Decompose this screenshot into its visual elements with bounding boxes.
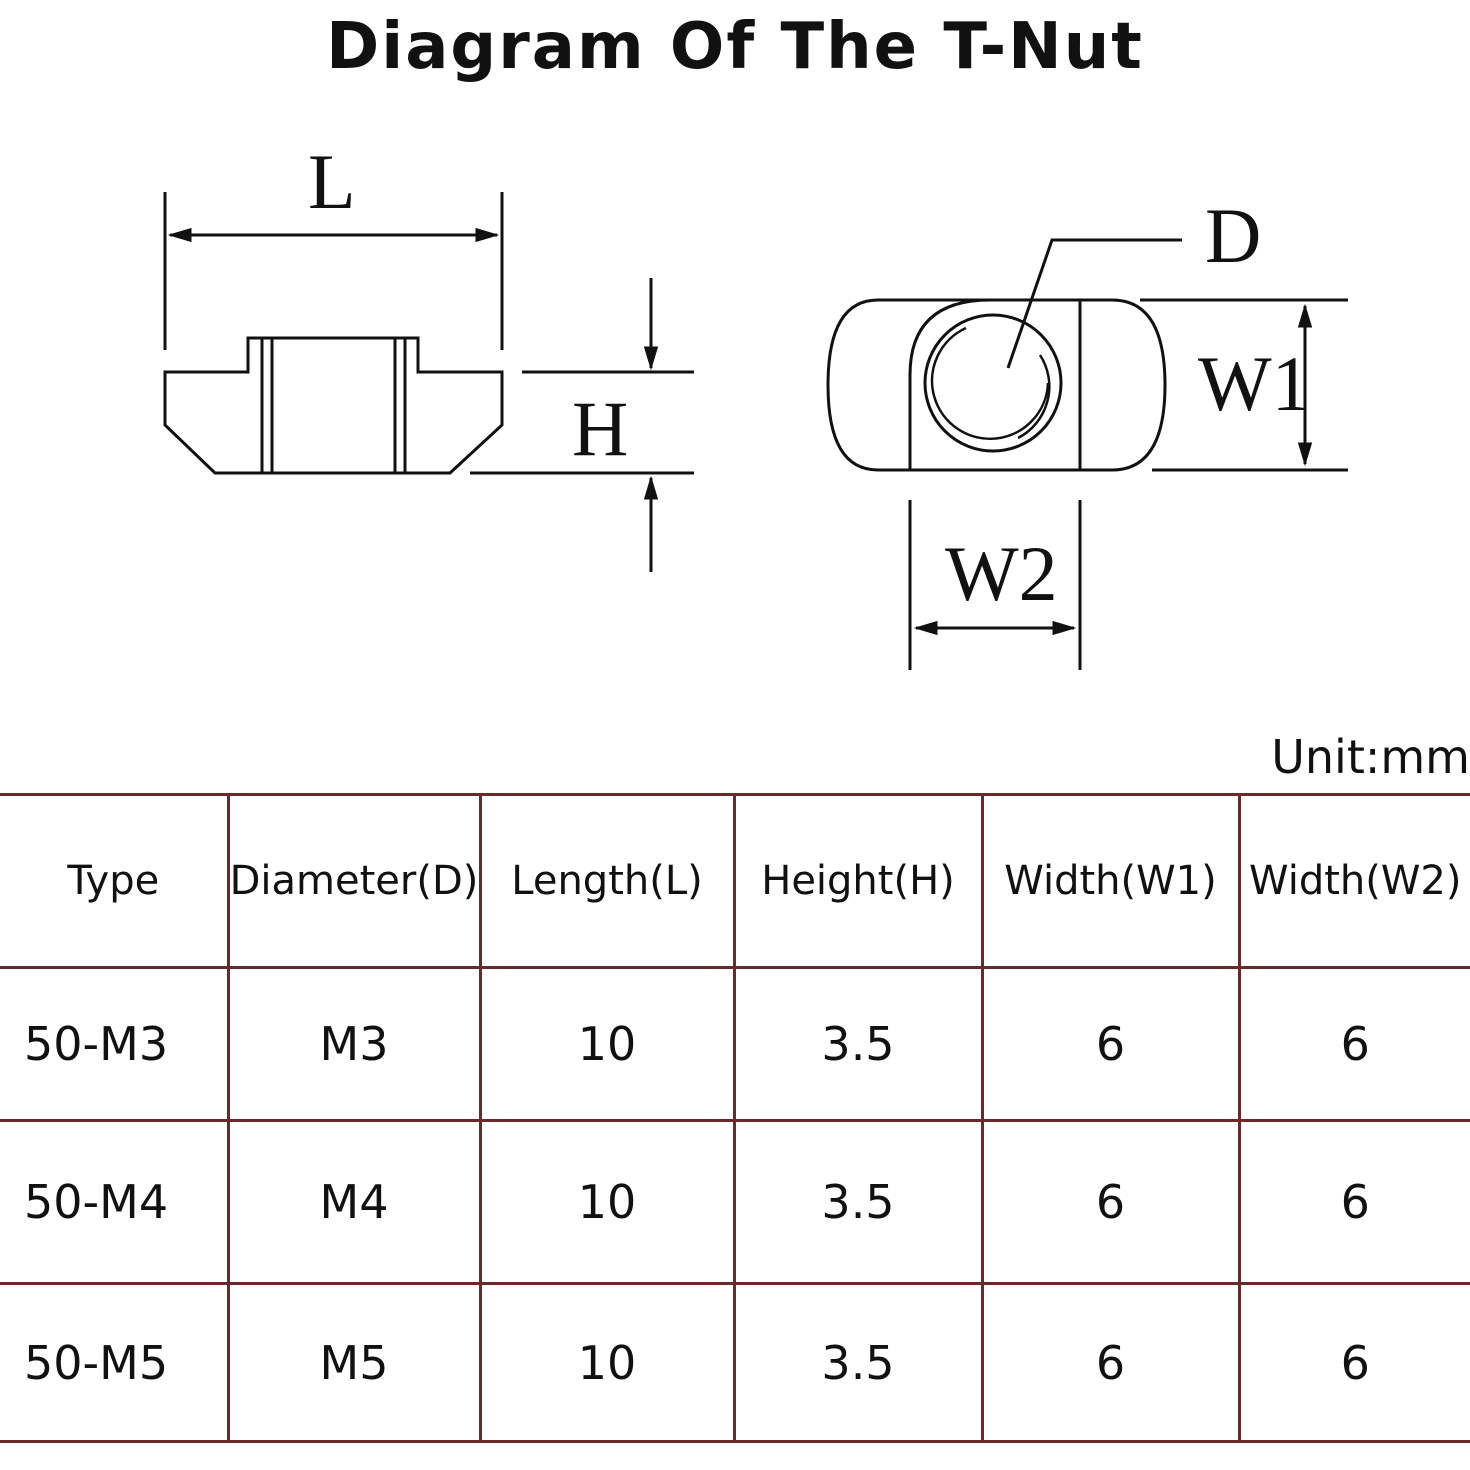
cell-height: 3.5 — [732, 966, 984, 1122]
cell-width2: 6 — [1237, 966, 1470, 1122]
length-dimension — [163, 192, 504, 350]
width1-label: W1 — [1198, 340, 1311, 427]
spec-table: Type Diameter(D) Length(L) Height(H) Wid… — [0, 793, 1470, 1443]
header-width1: Width(W1) — [980, 793, 1241, 969]
table-row: 50-M5 M5 10 3.5 6 6 — [0, 1282, 1470, 1443]
width2-label: W2 — [945, 530, 1058, 617]
cell-width2: 6 — [1237, 1119, 1470, 1285]
cell-width1: 6 — [980, 966, 1241, 1122]
header-length: Length(L) — [478, 793, 736, 969]
cell-diameter: M3 — [226, 966, 482, 1122]
cell-type: 50-M5 — [0, 1282, 230, 1443]
cell-diameter: M5 — [226, 1282, 482, 1443]
cell-diameter: M4 — [226, 1119, 482, 1285]
cell-length: 10 — [478, 1282, 736, 1443]
length-label: L — [308, 138, 356, 225]
cell-width2: 6 — [1237, 1282, 1470, 1443]
side-view — [163, 336, 504, 475]
unit-label: Unit:mm — [1271, 730, 1470, 784]
header-width2: Width(W2) — [1237, 793, 1470, 969]
cell-type: 50-M3 — [0, 966, 230, 1122]
width2-dimension — [908, 500, 1082, 670]
cell-length: 10 — [478, 1119, 736, 1285]
cell-height: 3.5 — [732, 1119, 984, 1285]
cell-width1: 6 — [980, 1119, 1241, 1285]
width1-dimension — [1140, 298, 1348, 472]
header-type: Type — [0, 793, 230, 969]
diagram-title: Diagram Of The T-Nut — [326, 10, 1144, 84]
table-row: 50-M4 M4 10 3.5 6 6 — [0, 1119, 1470, 1285]
height-dimension — [470, 278, 694, 572]
header-diameter: Diameter(D) — [226, 793, 482, 969]
table-row: 50-M3 M3 10 3.5 6 6 — [0, 966, 1470, 1122]
header-height: Height(H) — [732, 793, 984, 969]
diameter-label: D — [1205, 192, 1261, 279]
diameter-leader — [1006, 238, 1182, 369]
top-view — [826, 298, 1167, 472]
height-label: H — [572, 385, 628, 472]
cell-width1: 6 — [980, 1282, 1241, 1443]
cell-height: 3.5 — [732, 1282, 984, 1443]
cell-length: 10 — [478, 966, 736, 1122]
t-nut-drawing: L H D W1 W2 — [163, 138, 1348, 670]
cell-type: 50-M4 — [0, 1119, 230, 1285]
table-header-row: Type Diameter(D) Length(L) Height(H) Wid… — [0, 793, 1470, 969]
